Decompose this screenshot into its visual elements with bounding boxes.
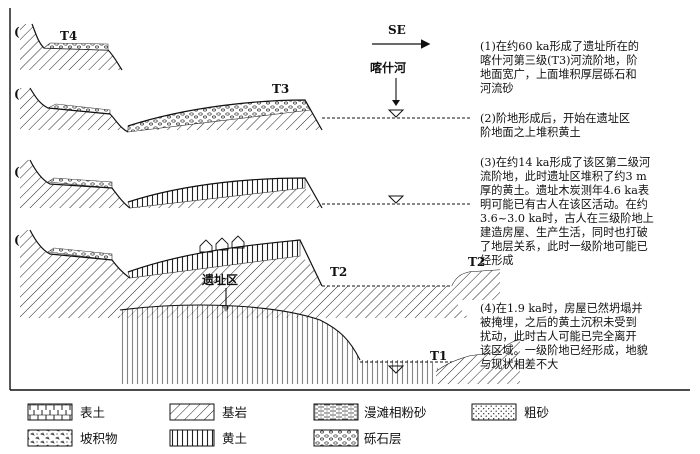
profile-d: T2 T2 遗址区	[20, 229, 501, 318]
svg-text:与现状相差不大: 与现状相差不大	[480, 357, 558, 371]
svg-text:(1)在约60 ka形成了遗址所在的: (1)在约60 ka形成了遗址所在的	[480, 39, 639, 53]
house-icons	[199, 235, 245, 253]
svg-text:经形成: 经形成	[480, 254, 514, 267]
svg-text:(2)阶地形成后，开始在遗址区: (2)阶地形成后，开始在遗址区	[480, 111, 630, 125]
profile-d-lower: T1	[119, 304, 521, 384]
water-level-icon	[387, 365, 405, 374]
water-level-icon	[387, 195, 405, 204]
svg-text:明可能已有古人在该区活动。在约: 明可能已有古人在该区活动。在约	[480, 197, 648, 211]
svg-text:该区域。一级阶地已经形成，地貌: 该区域。一级阶地已经形成，地貌	[480, 343, 648, 357]
svg-text:(3)在约14 ka形成了该区第二级河: (3)在约14 ka形成了该区第二级河	[480, 155, 650, 169]
site-label: 遗址区	[201, 272, 238, 287]
description-3: (3)在约14 ka形成了该区第二级河 流阶地，此时遗址区堆积了约3 m 厚的黄…	[480, 155, 654, 267]
svg-text:河流砂: 河流砂	[480, 81, 514, 95]
terrace-label-t3: T3	[272, 82, 289, 96]
legend-item-bedrock: 基岩	[169, 403, 247, 421]
loess-pattern-icon	[169, 429, 215, 447]
terrace-label-t4: T4	[60, 29, 77, 43]
terrace-label-t1: T1	[430, 349, 447, 363]
gravel-pattern-icon	[313, 429, 359, 447]
legend-label: 粗砂	[524, 405, 549, 420]
topsoil-pattern-icon	[27, 403, 73, 421]
legend-label: 表土	[80, 405, 105, 420]
colluvium-pattern-icon	[27, 429, 73, 447]
profile-a: T4	[20, 23, 123, 71]
legend-label: 坡积物	[80, 431, 118, 446]
legend-label: 基岩	[222, 405, 247, 420]
floodplain-silt-pattern-icon	[313, 403, 359, 421]
legend: 表土 基岩 漫滩相粉砂 粗砂 坡积物 黄土 砾石层	[27, 403, 549, 447]
terrace-label-t2-right: T2	[468, 255, 485, 269]
river-arrowhead-icon	[392, 100, 400, 106]
svg-text:3.6~3.0 ka时，古人在三级阶地上: 3.6~3.0 ka时，古人在三级阶地上	[480, 211, 654, 225]
svg-text:喀什河第三级(T3)河流阶地，阶: 喀什河第三级(T3)河流阶地，阶	[480, 53, 638, 67]
legend-item-floodplain-silt: 漫滩相粉砂	[313, 403, 427, 421]
direction-label: SE	[388, 23, 406, 37]
description-1: (1)在约60 ka形成了遗址所在的 喀什河第三级(T3)河流阶地，阶 地面宽广…	[480, 39, 639, 95]
svg-text:被掩埋，之后的黄土沉积未受到: 被掩埋，之后的黄土沉积未受到	[480, 315, 637, 329]
svg-text:地面宽广，上面堆积厚层砾石和: 地面宽广，上面堆积厚层砾石和	[480, 67, 637, 81]
description-2: (2)阶地形成后，开始在遗址区 阶地面之上堆积黄土	[480, 111, 630, 139]
bedrock-pattern-icon	[169, 403, 215, 421]
coarse-sand-pattern-icon	[471, 403, 517, 421]
svg-text:建造房屋、生产生活，同时也打破: 建造房屋、生产生活，同时也打破	[480, 225, 648, 239]
profile-c	[20, 159, 470, 209]
terrace-label-t2-left: T2	[330, 265, 347, 279]
river-label: 喀什河	[370, 60, 406, 75]
water-level-icon	[387, 109, 405, 118]
svg-text:扰动，此时古人可能已完全离开: 扰动，此时古人可能已完全离开	[480, 329, 637, 343]
svg-text:厚的黄土。遗址木炭测年4.6 ka表: 厚的黄土。遗址木炭测年4.6 ka表	[480, 183, 649, 197]
svg-text:阶地面之上堆积黄土: 阶地面之上堆积黄土	[480, 125, 581, 139]
legend-item-topsoil: 表土	[27, 403, 105, 421]
svg-text:流阶地，此时遗址区堆积了约3 m: 流阶地，此时遗址区堆积了约3 m	[480, 169, 647, 183]
legend-item-gravel: 砾石层	[313, 429, 402, 447]
legend-item-coarse-sand: 粗砂	[471, 403, 549, 421]
svg-text:了地层关系，此时一级阶地可能已: 了地层关系，此时一级阶地可能已	[480, 239, 648, 253]
description-4: (4)在1.9 ka时，房屋已然坍塌并 被掩埋，之后的黄土沉积未受到 扰动，此时…	[480, 301, 648, 371]
profile-b: T3 喀什河	[20, 60, 470, 133]
legend-label: 砾石层	[364, 431, 402, 446]
legend-label: 黄土	[222, 431, 247, 446]
legend-item-loess: 黄土	[169, 429, 247, 447]
legend-label: 漫滩相粉砂	[364, 405, 427, 420]
direction-indicator: SE	[372, 23, 431, 49]
legend-item-colluvium: 坡积物	[27, 429, 118, 447]
svg-text:(4)在1.9 ka时，房屋已然坍塌并: (4)在1.9 ka时，房屋已然坍塌并	[480, 301, 643, 315]
